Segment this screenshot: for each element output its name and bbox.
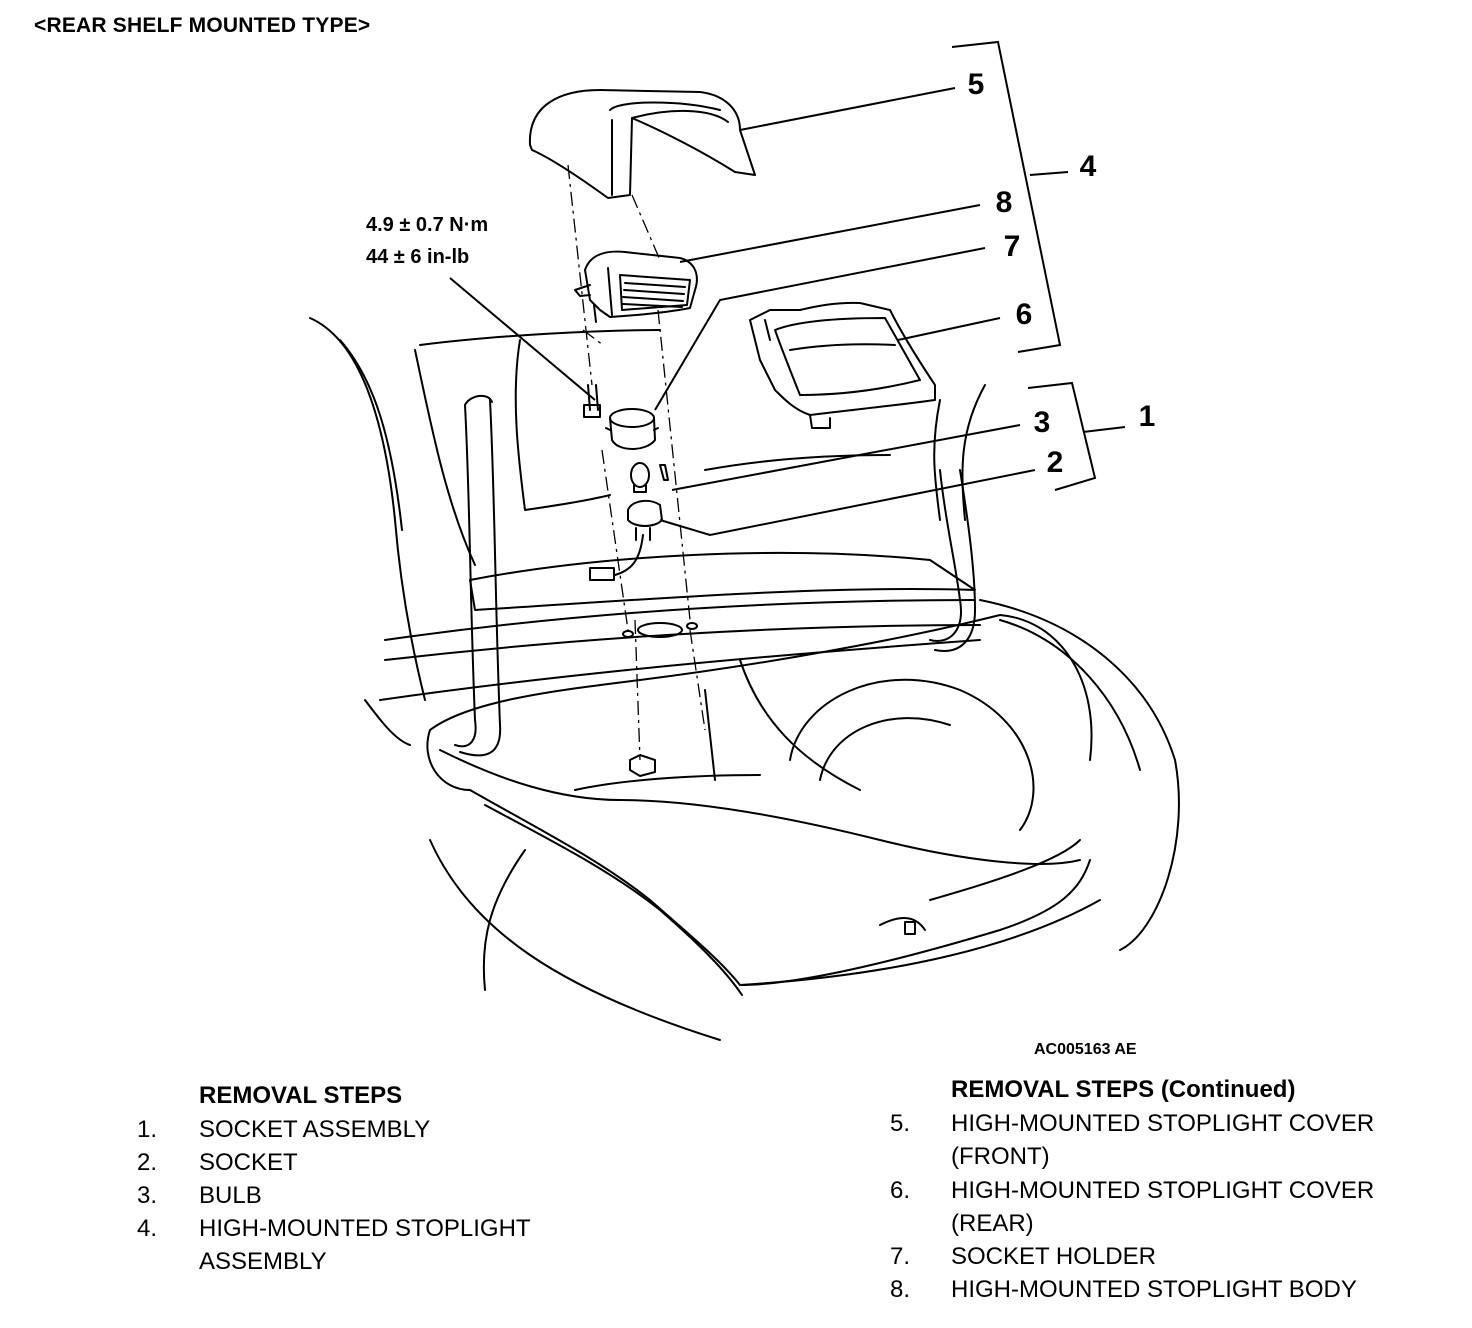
callout-3: 3 — [1034, 406, 1051, 439]
car-body-outline — [309, 317, 1180, 1041]
removal-steps-title: REMOVAL STEPS — [199, 1082, 403, 1109]
part-3-bulb — [630, 462, 669, 493]
step-number: 4. — [137, 1215, 158, 1242]
step-text: HIGH-MOUNTED STOPLIGHT COVER — [951, 1110, 1375, 1137]
callout-5: 5 — [968, 68, 985, 101]
callout-6: 6 — [1016, 298, 1033, 331]
step-text: SOCKET HOLDER — [951, 1243, 1156, 1270]
part-2-socket — [589, 499, 663, 581]
step-number: 1. — [137, 1116, 158, 1143]
part-5-cover-front — [528, 89, 756, 199]
part-8-stoplight-body — [574, 250, 698, 323]
step-text-continued: (FRONT) — [951, 1143, 1050, 1170]
step-text: HIGH-MOUNTED STOPLIGHT COVER — [951, 1177, 1375, 1204]
step-text: SOCKET ASSEMBLY — [199, 1116, 431, 1143]
step-text: HIGH-MOUNTED STOPLIGHT — [199, 1215, 531, 1242]
part-7-socket-holder — [605, 408, 659, 450]
bolt — [583, 384, 601, 418]
step-text: BULB — [199, 1182, 262, 1209]
step-number: 2. — [137, 1149, 158, 1176]
alignment-lines — [567, 164, 706, 761]
step-text-continued: (REAR) — [951, 1210, 1034, 1237]
step-number: 7. — [890, 1243, 911, 1270]
step-text: HIGH-MOUNTED STOPLIGHT BODY — [951, 1276, 1357, 1303]
leader-lines — [449, 40, 1126, 537]
clip-nut — [629, 754, 656, 777]
callout-8: 8 — [996, 186, 1013, 219]
callout-7: 7 — [1004, 230, 1021, 263]
torque-metric: 4.9 ± 0.7 N·m — [366, 214, 489, 236]
step-number: 8. — [890, 1276, 911, 1303]
step-number: 3. — [137, 1182, 158, 1209]
callout-4: 4 — [1080, 150, 1097, 183]
figure-id: AC005163 AE — [1034, 1041, 1137, 1058]
callout-2: 2 — [1047, 446, 1064, 479]
diagram-header: <REAR SHELF MOUNTED TYPE> — [34, 14, 371, 37]
step-number: 6. — [890, 1177, 911, 1204]
step-text-continued: ASSEMBLY — [199, 1248, 327, 1275]
part-6-cover-rear — [749, 301, 936, 429]
step-text: SOCKET — [199, 1149, 298, 1176]
torque-imperial: 44 ± 6 in-lb — [366, 246, 470, 268]
callout-1: 1 — [1139, 400, 1156, 433]
step-number: 5. — [890, 1110, 911, 1137]
removal-steps-continued-title: REMOVAL STEPS (Continued) — [951, 1076, 1296, 1103]
